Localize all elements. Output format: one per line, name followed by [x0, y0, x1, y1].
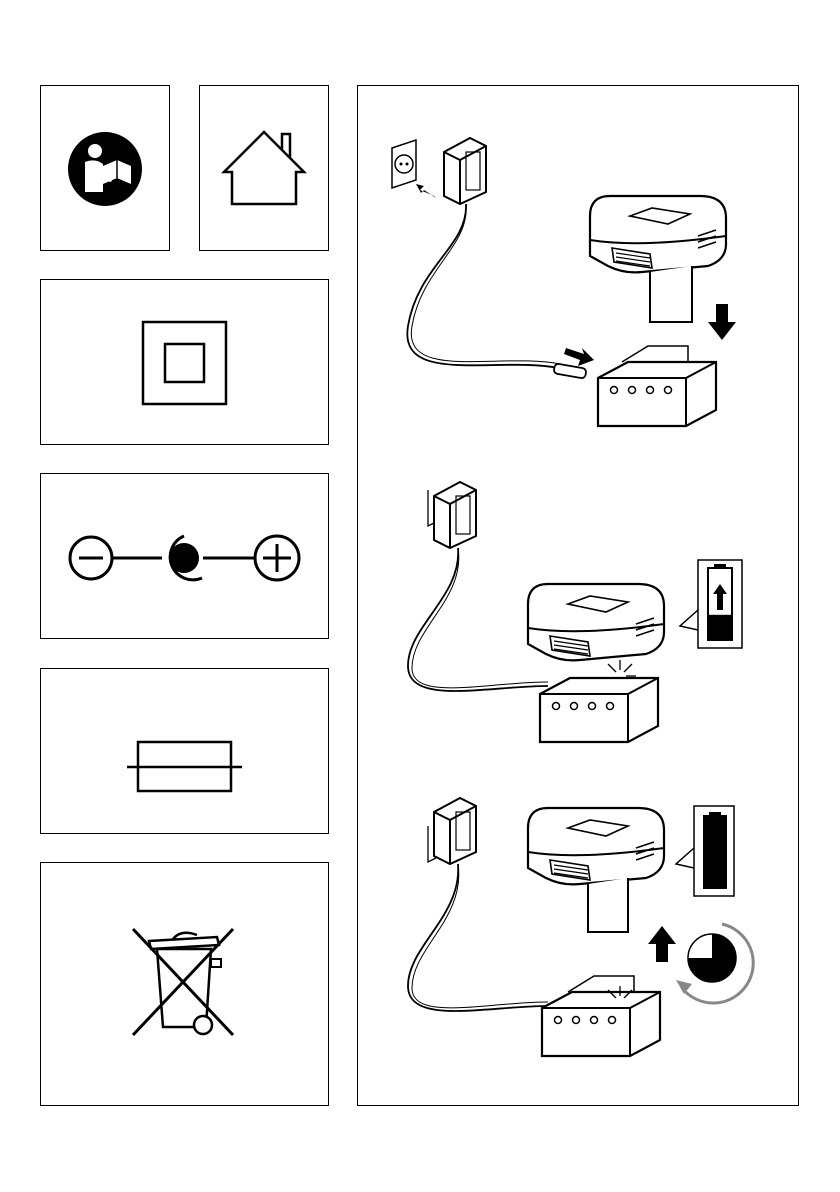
charging-step: [408, 482, 742, 742]
read-manual-panel: [40, 85, 170, 251]
weee-panel: [40, 862, 329, 1106]
read-manual-icon: [41, 86, 169, 250]
class-ii-panel: [40, 279, 329, 445]
polarity-panel: [40, 473, 329, 639]
connect-charger-step: [392, 138, 736, 426]
weee-crossed-bin-icon: [41, 863, 328, 1105]
battery-level-fill-charging: [708, 615, 732, 640]
fully-charged-step: [408, 798, 753, 1056]
charging-illustration: [358, 86, 798, 1105]
fuse-icon: [41, 669, 328, 833]
fuse-panel: [40, 668, 329, 834]
indoor-use-panel: [199, 85, 329, 251]
charging-instructions-panel: [357, 85, 799, 1106]
class-ii-double-insulation-icon: [41, 280, 328, 444]
dc-polarity-icon: [41, 474, 328, 638]
indoor-use-house-icon: [200, 86, 328, 250]
